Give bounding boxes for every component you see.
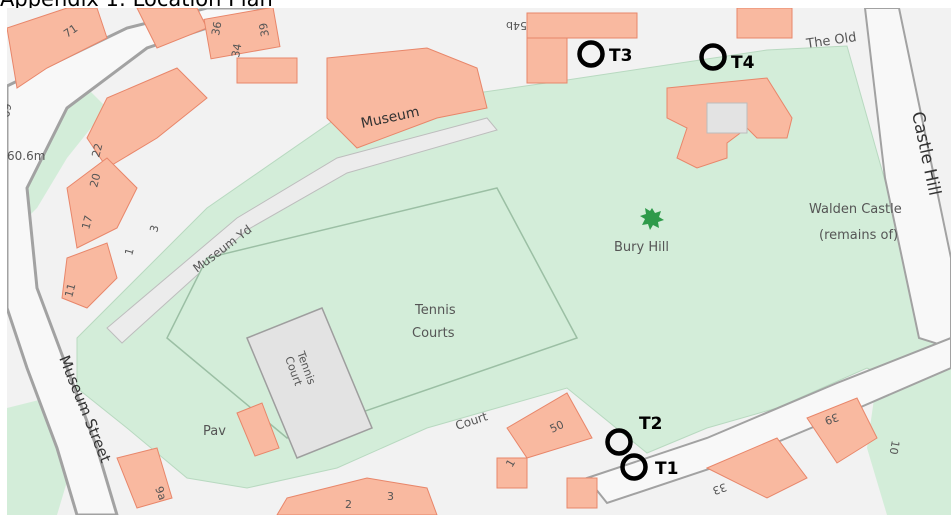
pav-label: Pav <box>203 424 226 439</box>
house-number: 39 <box>823 410 841 427</box>
tree-marker-t1[interactable] <box>620 453 648 481</box>
house-number: 39 <box>257 22 272 38</box>
house-numbers: 71 36 39 34 54b 22 20 17 1 3 11 69 50 1 … <box>7 19 902 511</box>
tree-label-t4: T4 <box>731 53 755 73</box>
house-number: 1 <box>122 247 136 257</box>
tree-marker-t4[interactable] <box>699 43 727 71</box>
house-number: 2 <box>345 498 352 511</box>
tree-marker-t2[interactable] <box>605 428 633 456</box>
house-number: 9a <box>152 485 169 502</box>
house-number: 54b <box>506 19 527 32</box>
bottom-road <box>585 336 951 505</box>
castle-courtyard <box>706 102 748 134</box>
house-number: 33 <box>711 480 729 497</box>
tennis-courts-label-line1: Tennis <box>414 303 456 318</box>
buildings-top <box>7 8 793 309</box>
house-number: 10 <box>887 439 902 455</box>
pavilion-building <box>236 402 280 457</box>
location-map[interactable]: Museum Museum Yd Tennis Courts Tennis Co… <box>7 8 951 515</box>
castle-star-icon <box>640 208 664 230</box>
museum-street-road <box>7 8 268 515</box>
house-number: 3 <box>147 224 161 234</box>
house-number: 3 <box>387 490 394 503</box>
park-strip-left <box>7 88 107 238</box>
house-number: 34 <box>229 42 244 58</box>
house-number: 11 <box>62 282 78 299</box>
castle-hill-road <box>863 8 951 350</box>
the-old-label: The Old <box>804 30 857 52</box>
tree-label-t3: T3 <box>609 46 632 66</box>
bury-hill-label: Bury Hill <box>614 240 669 255</box>
museum-yd-path <box>106 117 498 344</box>
spot-height-label: 60.6m <box>7 149 45 163</box>
walden-castle-label-line2: (remains of) <box>819 228 898 243</box>
house-number: 36 <box>209 20 224 36</box>
tree-markers <box>577 40 727 481</box>
tennis-courts-label-line2: Courts <box>412 326 455 341</box>
house-number: 20 <box>87 172 103 189</box>
house-number: 22 <box>89 142 105 159</box>
tree-label-t1: T1 <box>655 459 678 479</box>
tree-marker-t3[interactable] <box>577 40 605 68</box>
house-number: 50 <box>548 418 566 436</box>
house-number: 17 <box>79 214 95 231</box>
tree-label-t2: T2 <box>639 414 662 434</box>
walden-castle-label-line1: Walden Castle <box>809 202 902 217</box>
buildings-bottom <box>116 392 878 515</box>
map-title: Appendix 1: Location Plan <box>0 0 951 10</box>
house-number: 69 <box>7 102 14 118</box>
tennis-court-grey <box>246 307 373 459</box>
